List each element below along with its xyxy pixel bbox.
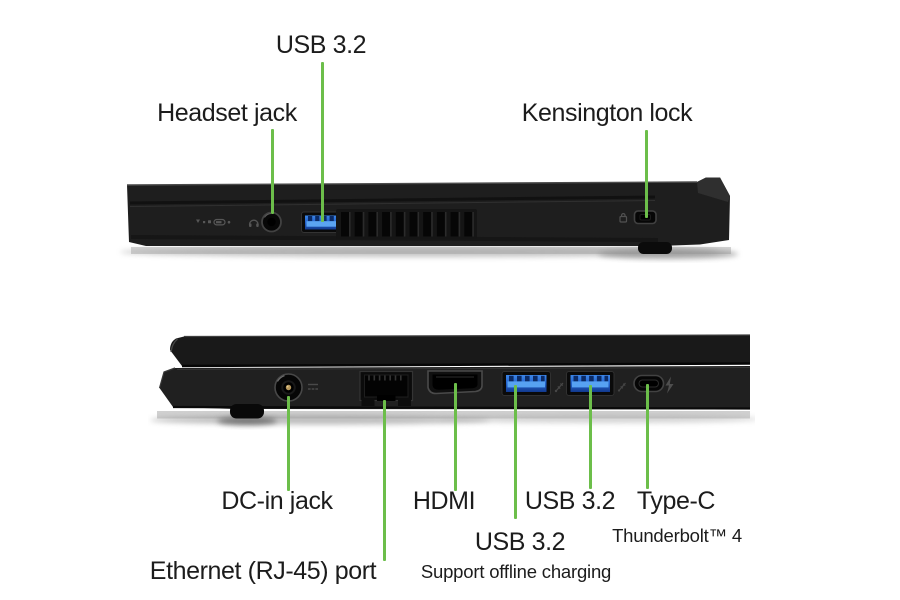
usb-c-port: [633, 374, 665, 393]
usb-a-port: [301, 211, 345, 233]
label-dc-in-jack: DC-in jack: [221, 487, 333, 515]
laptop-left-side-photo: [150, 334, 755, 425]
kensington-lock-icon: [619, 213, 628, 223]
leader-line-usb32-bottom: [588, 385, 592, 489]
hdmi-port: [427, 370, 483, 395]
label-usb32-top: USB 3.2: [275, 31, 367, 59]
leader-line-usb32-top: [320, 62, 324, 222]
label-hdmi: HDMI: [412, 487, 476, 515]
thunderbolt-icon: [665, 376, 674, 394]
leader-line-usb32-offline-charging: [513, 385, 517, 519]
leader-line-dc-in: [286, 396, 290, 491]
leader-line-type-c: [645, 384, 649, 489]
rubber-foot: [638, 242, 672, 254]
usb-a-port-1: [501, 371, 551, 396]
laptop-lid: [170, 334, 751, 368]
label-type-c: Type-C: [636, 487, 716, 515]
label-headset-jack: Headset jack: [157, 99, 297, 127]
headset-jack-port: [261, 211, 282, 233]
ethernet-port: [359, 370, 414, 406]
label-thunderbolt-4: Thunderbolt™ 4: [612, 525, 742, 546]
label-usb32-row2: USB 3.2: [474, 528, 566, 556]
leader-line-kensington: [645, 130, 648, 218]
cooling-vents: [336, 209, 477, 239]
headset-icon: [248, 219, 259, 227]
dc-in-icon: [308, 383, 318, 390]
label-ethernet-rj45: Ethernet (RJ-45) port: [149, 557, 377, 585]
label-kensington-lock: Kensington lock: [521, 99, 693, 127]
laptop-right-side-photo: [120, 177, 738, 259]
leader-line-hdmi: [453, 383, 457, 491]
label-usb32-row1: USB 3.2: [524, 487, 616, 515]
usb-icon-1: [554, 382, 564, 393]
usb-icon-2: [617, 382, 626, 392]
leader-line-ethernet: [383, 400, 386, 561]
leader-line-headset: [270, 129, 274, 214]
status-indicator-icons: [196, 218, 231, 226]
dc-in-port: [274, 373, 303, 402]
label-support-offline-charging: Support offline charging: [420, 561, 612, 582]
usb-a-port-2: [566, 371, 615, 396]
rubber-foot: [230, 404, 264, 419]
